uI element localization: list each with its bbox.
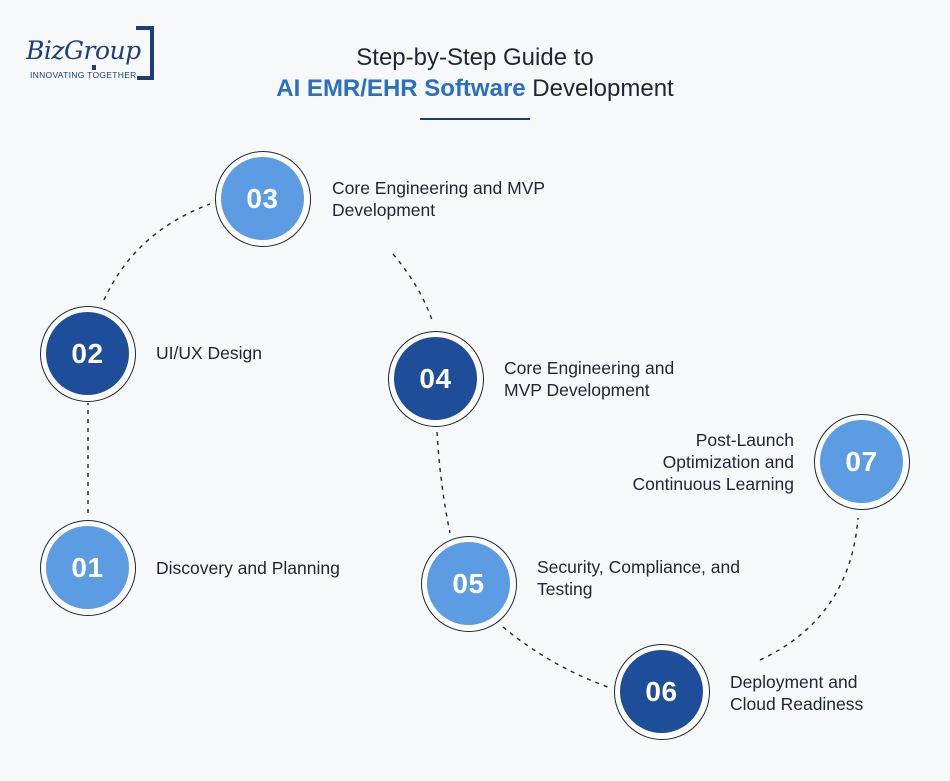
step-06-label: Deployment and Cloud Readiness: [730, 671, 863, 715]
connector-03-04: [392, 253, 433, 321]
step-06-circle: 06: [614, 644, 710, 740]
step-06-label-line-1: Deployment and: [730, 672, 858, 692]
step-02-number: 02: [46, 312, 129, 395]
step-04-number: 04: [394, 337, 477, 420]
step-07-label-line-2: Optimization and: [662, 452, 794, 472]
step-03-label-line-2: Development: [332, 200, 436, 220]
step-01-circle: 01: [40, 520, 136, 616]
step-06-label-line-2: Cloud Readiness: [730, 694, 864, 714]
step-02-label: UI/UX Design: [156, 342, 262, 364]
title-underline: [420, 118, 530, 120]
step-07-number: 07: [820, 420, 903, 503]
step-03-circle: 03: [215, 151, 311, 247]
step-05-circle: 05: [421, 536, 517, 632]
title-line-1: Step-by-Step Guide to: [356, 44, 594, 71]
connector-06-07: [759, 517, 859, 661]
step-01-number: 01: [46, 526, 129, 609]
step-07-label-line-1: Post-Launch: [695, 430, 794, 450]
step-03-label-line-1: Core Engineering and MVP: [332, 178, 546, 198]
step-05-number: 05: [427, 542, 510, 625]
step-07-label: Post-Launch Optimization and Continuous …: [594, 429, 794, 495]
step-02-circle: 02: [40, 306, 136, 402]
step-05-label-line-2: Testing: [537, 579, 593, 599]
step-07-label-line-3: Continuous Learning: [632, 474, 794, 494]
logo-brand-text: BizGroup: [26, 36, 143, 65]
step-04-label: Core Engineering and MVP Development: [504, 357, 674, 401]
step-02-label-line-1: UI/UX Design: [156, 343, 263, 363]
connector-04-05: [436, 431, 451, 534]
company-logo: BizGroup INNOVATING TOGETHER: [26, 26, 158, 84]
logo-tagline: INNOVATING TOGETHER: [30, 70, 137, 80]
step-05-label: Security, Compliance, and Testing: [537, 556, 740, 600]
connector-02-03: [103, 203, 211, 301]
connector-05-06: [502, 626, 609, 688]
step-07-circle: 07: [814, 414, 910, 510]
step-05-label-line-1: Security, Compliance, and: [537, 557, 740, 577]
step-04-circle: 04: [388, 331, 484, 427]
page-title: Step-by-Step Guide to AI EMR/EHR Softwar…: [0, 42, 950, 104]
title-line-2: AI EMR/EHR Software Development: [0, 73, 950, 104]
step-04-label-line-1: Core Engineering and: [504, 358, 675, 378]
step-01-label-line-1: Discovery and Planning: [156, 558, 340, 578]
step-04-label-line-2: MVP Development: [504, 380, 650, 400]
step-03-number: 03: [221, 157, 304, 240]
title-rest: Development: [525, 75, 674, 102]
step-06-number: 06: [620, 650, 703, 733]
step-03-label: Core Engineering and MVP Development: [332, 177, 545, 221]
title-accent: AI EMR/EHR Software: [276, 75, 526, 102]
step-01-label: Discovery and Planning: [156, 557, 340, 579]
